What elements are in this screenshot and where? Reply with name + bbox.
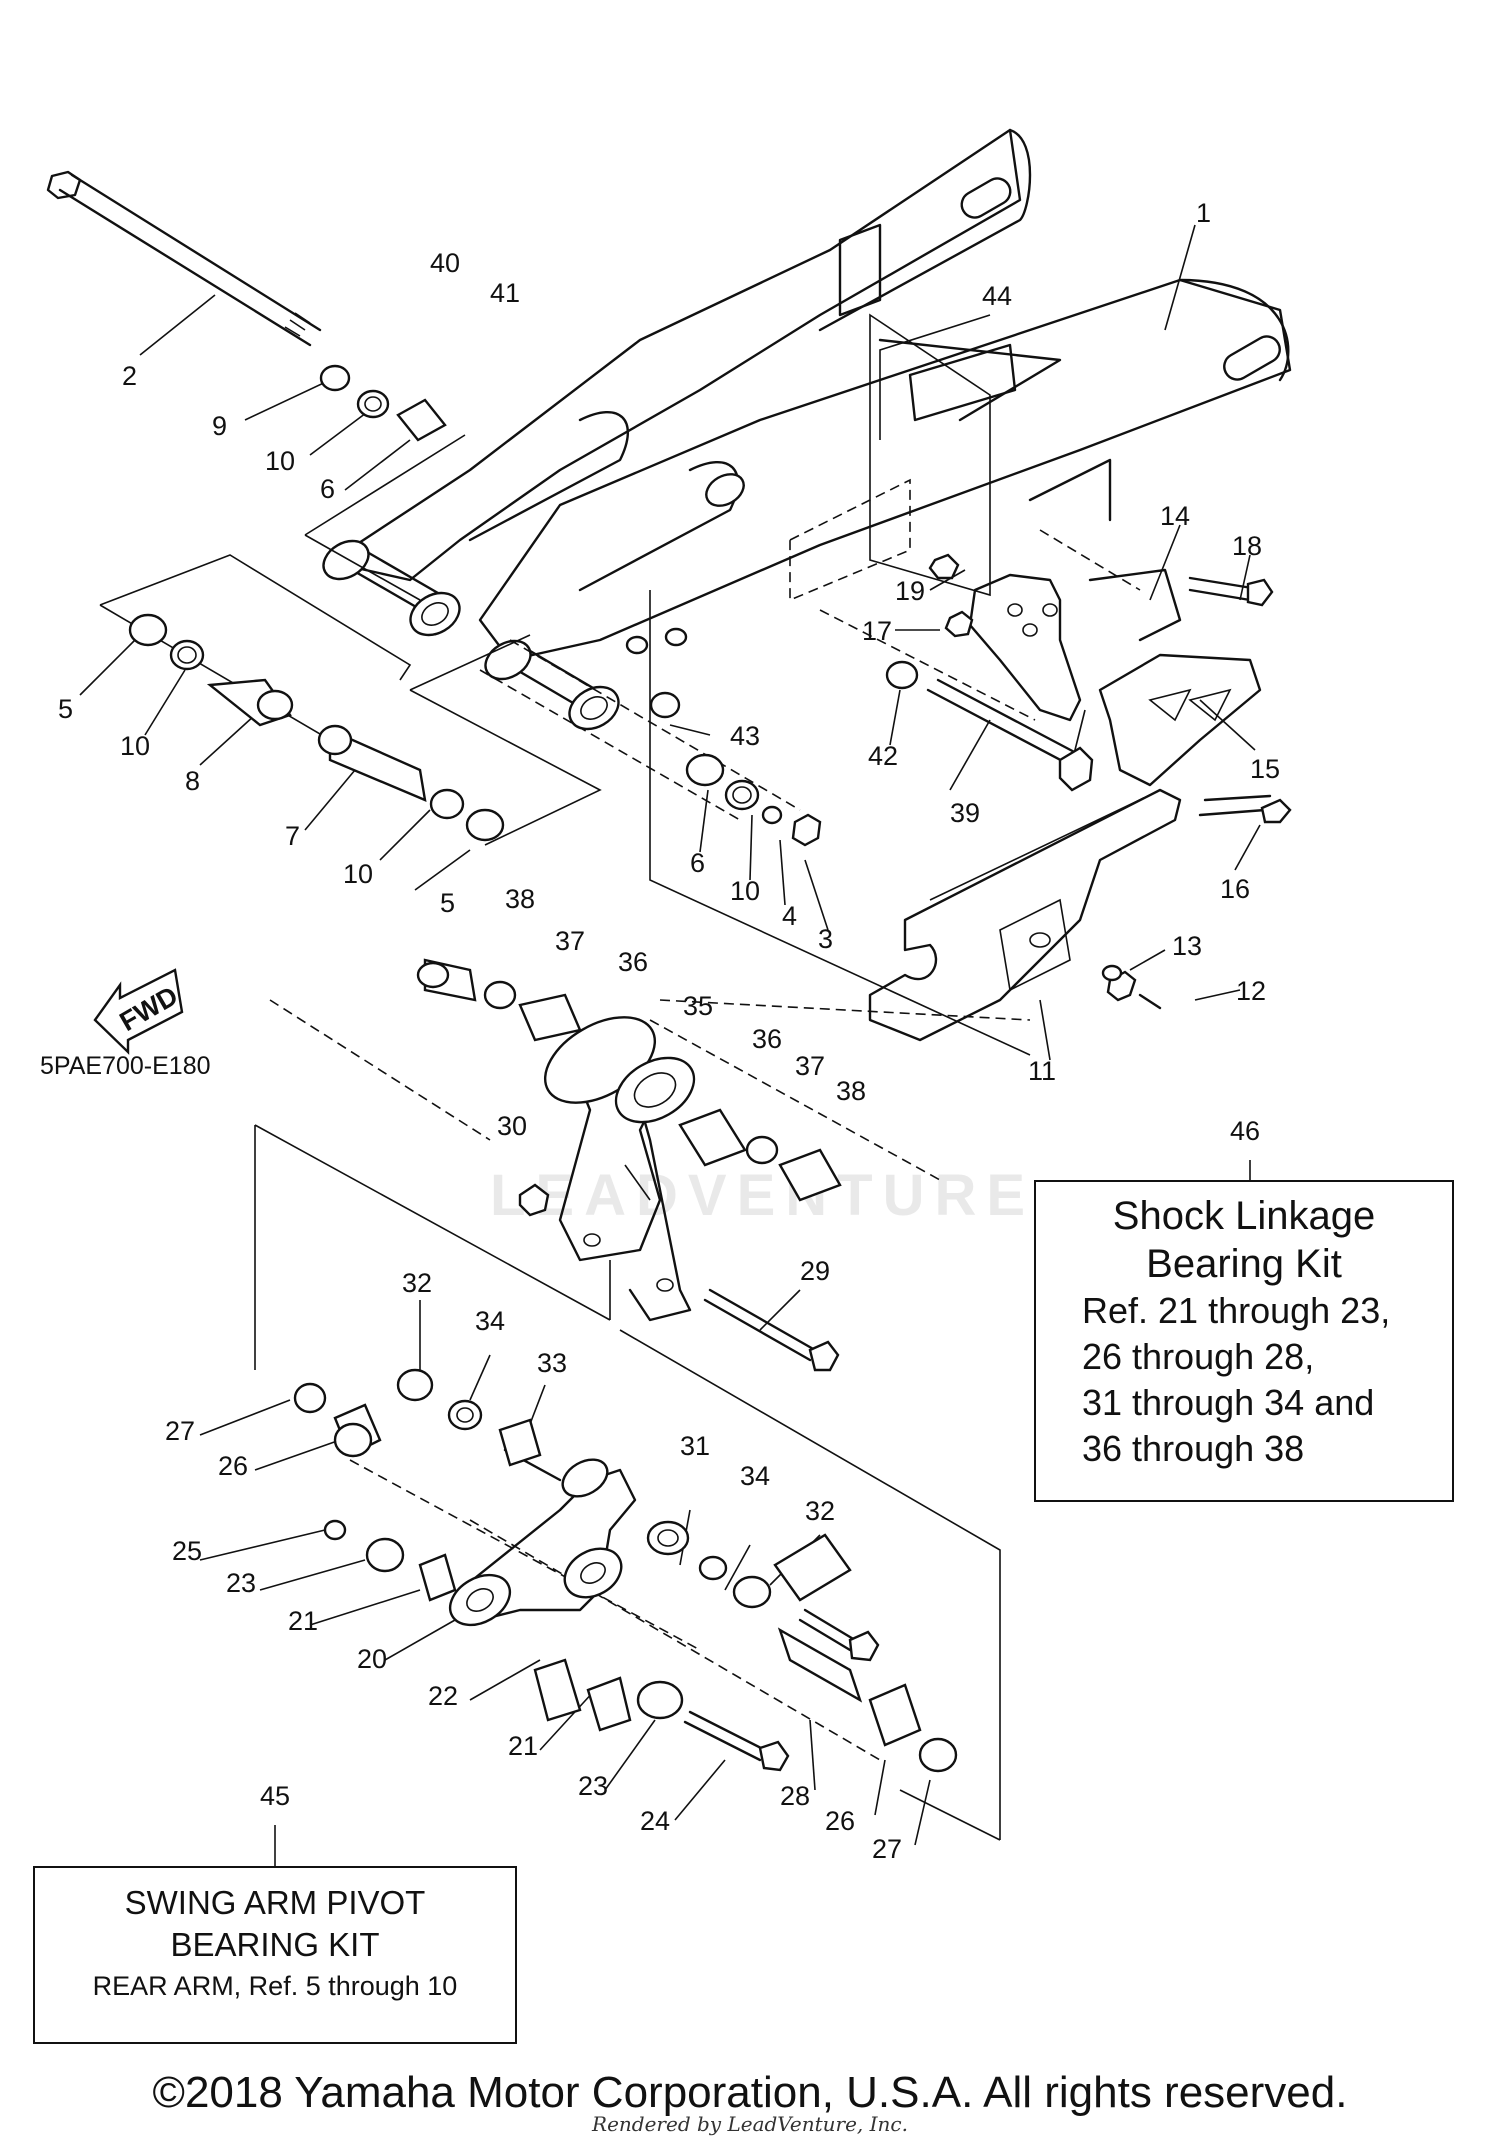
part-label: 10	[265, 446, 295, 476]
part-label: 39	[950, 798, 980, 828]
part-label: 11	[1028, 1056, 1056, 1086]
swing-arm-pivot-kit-callout[interactable]: SWING ARM PIVOT BEARING KIT REAR ARM, Re…	[33, 1866, 517, 2044]
part-label: 23	[226, 1568, 256, 1598]
part-label: 40	[430, 248, 460, 278]
fwd-arrow[interactable]: FWD	[93, 968, 184, 1055]
part-label: 31	[680, 1431, 710, 1461]
part-label: 9	[212, 411, 227, 441]
part-label: 38	[505, 884, 535, 914]
part-number-labels: 1 2 3 4 5 5 6 6 7 8 9 10 10 10 10 11 12 …	[58, 198, 1280, 1864]
kit-desc-line: REAR ARM, Ref. 5 through 10	[92, 1971, 458, 2001]
part-label: 26	[825, 1806, 855, 1836]
part-label: 6	[320, 474, 335, 504]
part-label: 16	[1220, 874, 1250, 904]
decal-44-drawing	[879, 314, 1017, 440]
part-label: 8	[185, 766, 200, 796]
part-label: 22	[428, 1681, 458, 1711]
part-label: 5	[58, 694, 73, 724]
kit-title-line: SWING ARM PIVOT	[124, 1884, 426, 1921]
part-label: 20	[357, 1644, 387, 1674]
part-label: 3	[818, 924, 833, 954]
part-label: 19	[895, 576, 925, 606]
part-label: 10	[120, 731, 150, 761]
kit-desc-line: Ref. 21 through 23,	[1082, 1290, 1391, 1331]
part-label: 5	[440, 888, 455, 918]
part-label: 17	[862, 616, 892, 646]
kit-desc-line: 26 through 28,	[1082, 1336, 1315, 1377]
part-label: 21	[508, 1731, 538, 1761]
part-label: 18	[1232, 531, 1262, 561]
swing-arm-drawing	[328, 128, 1292, 662]
part-label: 4	[782, 901, 797, 931]
part-label: 32	[805, 1496, 835, 1526]
part-label: 35	[683, 991, 713, 1021]
rendered-by-notice: Rendered by LeadVenture, Inc.	[592, 2112, 908, 2136]
part-label: 26	[218, 1451, 248, 1481]
part-label: 33	[537, 1348, 567, 1378]
relay-arm-drawing	[416, 958, 842, 1372]
part-label: 43	[730, 721, 760, 751]
swing-arm-pivot-tubes	[322, 473, 745, 731]
kit-title-line: BEARING KIT	[170, 1926, 380, 1963]
part-label: 21	[288, 1606, 318, 1636]
part-label: 7	[285, 821, 300, 851]
part-label: 27	[872, 1834, 902, 1864]
kit-desc-line: 36 through 38	[1082, 1428, 1305, 1469]
part-label: 27	[165, 1416, 195, 1446]
part-label: 36	[752, 1024, 782, 1054]
copyright-notice: ©2018 Yamaha Motor Corporation, U.S.A. A…	[152, 2068, 1348, 2117]
part-label: 23	[578, 1771, 608, 1801]
part-label: 34	[740, 1461, 770, 1491]
part-label: 12	[1236, 976, 1266, 1006]
part-label: 37	[795, 1051, 825, 1081]
part-label: 25	[172, 1536, 202, 1566]
kit-title-line: Shock Linkage	[1112, 1194, 1376, 1238]
part-label: 42	[868, 741, 898, 771]
kit-title-line: Bearing Kit	[1146, 1242, 1342, 1286]
bearings-top	[128, 364, 1094, 847]
part-label: 38	[836, 1076, 866, 1106]
pivot-bolt-drawing	[46, 170, 322, 347]
chain-guide-brackets	[928, 553, 1292, 824]
diagram-code: 5PAE700-E180	[40, 1052, 211, 1080]
part-label: 30	[497, 1111, 527, 1141]
part-label: 2	[122, 361, 137, 391]
chain-guide-drawing	[868, 788, 1182, 1042]
part-label: 13	[1172, 931, 1202, 961]
part-label: 28	[780, 1781, 810, 1811]
connecting-rod-drawing	[448, 1448, 637, 1627]
part-label: 24	[640, 1806, 670, 1836]
part-label: 29	[800, 1256, 830, 1286]
part-label: 6	[690, 848, 705, 878]
part-label: 34	[475, 1306, 505, 1336]
part-label: 10	[343, 859, 373, 889]
kit-desc-line: 31 through 34 and	[1082, 1382, 1375, 1423]
part-label: 37	[555, 926, 585, 956]
part-label: 36	[618, 947, 648, 977]
part-label: 10	[730, 876, 760, 906]
leader-lines	[79, 224, 1261, 1866]
shock-linkage-kit-callout[interactable]: Shock Linkage Bearing Kit Ref. 21 throug…	[1034, 1180, 1454, 1502]
part-label: 32	[402, 1268, 432, 1298]
part-label: 44	[982, 281, 1012, 311]
part-label: 45	[260, 1781, 290, 1811]
part-label: 46	[1230, 1116, 1260, 1146]
part-label: 41	[490, 278, 520, 308]
part-label: 15	[1250, 754, 1280, 784]
bearings-bottom	[293, 1368, 958, 1773]
leadventure-watermark: LEADVENTURE	[490, 1163, 1036, 1228]
part-label: 14	[1160, 501, 1190, 531]
part-label: 1	[1196, 198, 1211, 228]
